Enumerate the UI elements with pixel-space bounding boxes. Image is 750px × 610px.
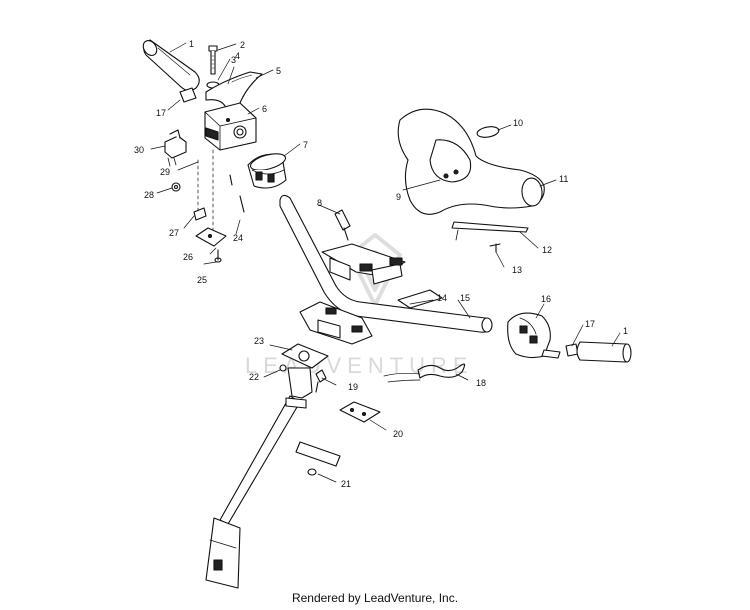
part-brake-housing [507,312,561,359]
callout-27: 27 [169,228,179,238]
callout-23: 23 [254,336,264,346]
part-throttle-lever [205,71,263,109]
part-grip-right [576,341,632,363]
part-cable-spring [383,363,466,383]
part-guard-strip [451,221,529,241]
part-clamp-bolt [334,209,351,241]
callout-12: 12 [542,245,552,255]
part-hand-guard [397,108,545,215]
leader-lines [150,42,621,483]
callout-7: 7 [303,140,308,150]
part-clip [193,207,207,221]
part-switch [164,129,187,167]
part-bushing [295,441,341,476]
watermark-text: LEADVENTURE [245,353,474,378]
part-throttle-housing [204,102,257,151]
callout-29: 29 [160,167,170,177]
part-guard-decal [476,126,500,138]
callout-11: 11 [559,174,568,184]
part-bracket-plate [339,401,381,423]
callout-26: 26 [183,252,193,262]
callout-3: 3 [231,55,236,65]
part-grip-end-left [179,87,197,103]
callout-28: 28 [144,190,154,200]
callout-19: 19 [348,382,358,392]
callout-8: 8 [317,198,322,208]
callout-15: 15 [460,293,470,303]
callout-1-grip-right: 1 [623,326,628,336]
part-bolt [208,45,218,75]
part-lower-plate [397,289,443,309]
callout-17-left: 17 [156,108,166,118]
callout-16: 16 [541,294,551,304]
part-steering-column [205,367,313,589]
part-bracket [195,227,227,247]
part-steering-top [279,343,329,372]
callout-20: 20 [393,429,403,439]
footer-credit: Rendered by LeadVenture, Inc. [291,591,459,605]
callout-17-right: 17 [585,319,595,329]
callout-24: 24 [233,233,243,243]
callout-6: 6 [262,104,267,114]
callout-25: 25 [197,275,207,285]
callout-22: 22 [249,372,259,382]
part-lower-clamp [299,301,373,345]
callout-1-grip-left: 1 [189,39,194,49]
part-guard-clip [489,243,501,253]
part-screw [214,249,222,263]
part-switch-housing [247,153,287,189]
alignment-lines [197,149,214,231]
part-nut [171,182,181,192]
part-upper-clamp [321,243,406,285]
callout-5: 5 [276,66,281,76]
callout-4: 4 [235,51,240,61]
callout-14: 14 [437,293,447,303]
callout-30: 30 [134,145,144,155]
part-screws-small [229,174,245,213]
callout-9: 9 [396,192,401,202]
callout-2: 2 [240,40,245,50]
callout-21: 21 [341,479,351,489]
callout-18: 18 [476,378,486,388]
callout-labels: 1 2 3 4 5 6 7 8 9 10 11 12 13 14 15 16 1… [134,39,628,489]
callout-13: 13 [512,265,522,275]
callout-10: 10 [513,118,523,128]
